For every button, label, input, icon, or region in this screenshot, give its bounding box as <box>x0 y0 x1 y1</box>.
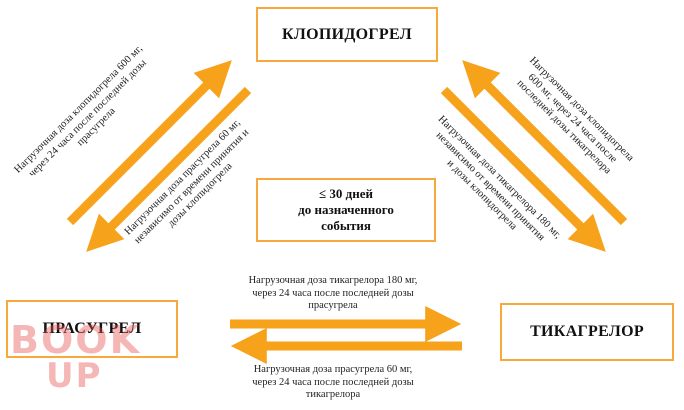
timeframe-line-3: события <box>321 218 371 233</box>
clopidogrel-box: КЛОПИДОГРЕЛ <box>256 7 438 62</box>
note-line: тикагрелора <box>305 389 361 400</box>
note-line: Нагрузочная доза прасугрела 60 мг, <box>253 364 413 375</box>
timeframe-box: ≤ 30 дней до назначенного события <box>256 178 436 242</box>
note-prasugrel-to-ticagrelor: Нагрузочная доза тикагрелора 180 мг, чер… <box>218 275 448 313</box>
timeframe-line-2: до назначенного <box>298 202 394 217</box>
note-line: через 24 часа после последней дозы <box>252 376 414 388</box>
watermark-logo-top: BOOK <box>10 318 142 362</box>
ticagrelor-label: ТИКАГРЕЛОР <box>530 323 644 340</box>
note-ticagrelor-to-prasugrel: Нагрузочная доза прасугрела 60 мг, через… <box>218 364 448 402</box>
watermark-logo-bottom: UP <box>46 356 103 396</box>
ticagrelor-box: ТИКАГРЕЛОР <box>500 303 674 361</box>
timeframe-line-1: ≤ 30 дней <box>319 186 373 201</box>
note-line: Нагрузочная доза тикагрелора 180 мг, <box>248 275 418 286</box>
note-line: через 24 часа после последней дозы <box>252 287 414 299</box>
note-line: прасугрела <box>308 300 358 311</box>
arrow-clopidogrel-to-ticagrelor <box>440 86 606 252</box>
arrow-ticagrelor-to-clopidogrel <box>462 60 628 226</box>
clopidogrel-label: КЛОПИДОГРЕЛ <box>282 25 412 43</box>
prasugrel-box: ПРАСУГРЕЛ <box>6 300 178 358</box>
arrow-clopidogrel-to-prasugrel <box>86 86 252 252</box>
prasugrel-label: ПРАСУГРЕЛ <box>42 320 142 337</box>
arrow-prasugrel-to-clopidogrel <box>66 60 232 226</box>
